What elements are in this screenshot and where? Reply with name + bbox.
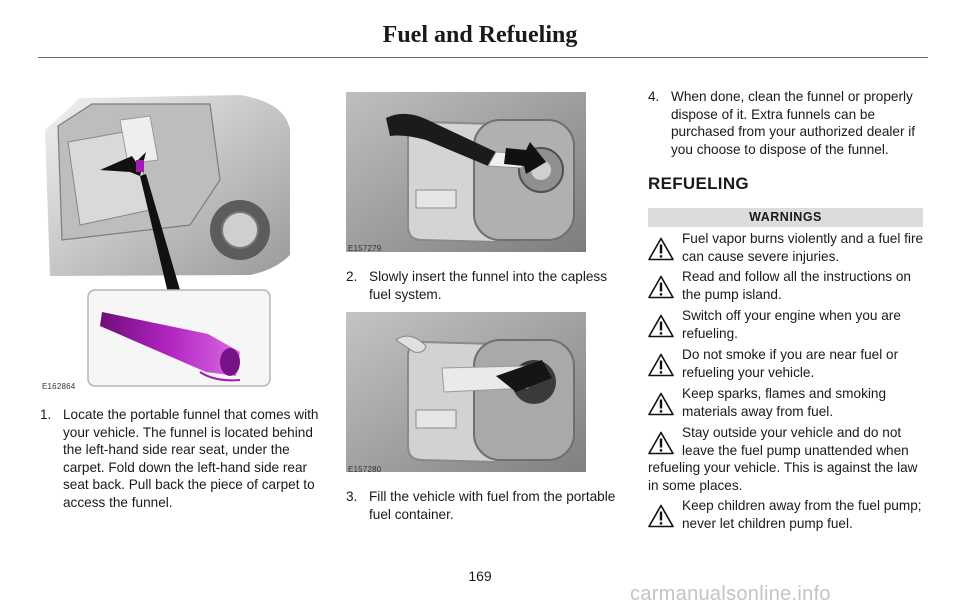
warning-text: Do not smoke if you are near fuel or ref…: [682, 347, 899, 380]
step-number: 2.: [346, 269, 358, 284]
fuel-fill-figure: [346, 312, 586, 472]
figure-id-3: E157280: [348, 465, 382, 474]
page-number: 169: [468, 568, 492, 584]
warning-text: Switch off your engine when you are refu…: [682, 308, 901, 341]
funnel-insert-figure: [346, 92, 586, 252]
step-text: Slowly insert the funnel into the caples…: [369, 269, 608, 302]
warning-item: Stay outside your vehicle and do not lea…: [648, 424, 926, 494]
step-number: 4.: [648, 89, 660, 104]
warning-item: Switch off your engine when you are refu…: [648, 307, 926, 342]
step-3: 3. Fill the vehicle with fuel from the p…: [346, 488, 626, 523]
warning-icon: [648, 504, 674, 528]
funnel-location-figure: [40, 90, 292, 390]
page-title: Fuel and Refueling: [382, 22, 578, 48]
step-text: Fill the vehicle with fuel from the port…: [369, 489, 616, 522]
warnings-bar: WARNINGS: [648, 208, 923, 227]
warning-item: Do not smoke if you are near fuel or ref…: [648, 346, 926, 381]
step-1: 1. Locate the portable funnel that comes…: [40, 406, 324, 511]
warning-icon: [648, 275, 674, 299]
header-divider: [38, 57, 928, 58]
warning-text: Stay outside your vehicle and do not lea…: [648, 425, 918, 493]
step-text: Locate the portable funnel that comes wi…: [63, 407, 319, 510]
warning-icon: [648, 353, 674, 377]
warning-icon: [648, 237, 674, 261]
warning-icon: [648, 314, 674, 338]
warning-item: Keep children away from the fuel pump; n…: [648, 497, 926, 532]
watermark-text: carmanualsonline.info: [630, 583, 831, 605]
warning-item: Keep sparks, flames and smoking material…: [648, 385, 926, 420]
warning-text: Read and follow all the instructions on …: [682, 269, 911, 302]
step-text: When done, clean the funnel or properly …: [671, 89, 916, 157]
figure-id-2: E157279: [348, 244, 382, 253]
section-heading: REFUELING: [648, 174, 749, 193]
warning-icon: [648, 431, 674, 455]
warning-item: Read and follow all the instructions on …: [648, 268, 926, 303]
warning-icon: [648, 392, 674, 416]
step-number: 3.: [346, 489, 358, 504]
warning-item: Fuel vapor burns violently and a fuel fi…: [648, 230, 926, 265]
figure-id-1: E162864: [42, 382, 76, 391]
step-number: 1.: [40, 407, 52, 422]
step-4: 4. When done, clean the funnel or proper…: [648, 88, 928, 158]
step-2: 2. Slowly insert the funnel into the cap…: [346, 268, 626, 303]
warning-text: Keep children away from the fuel pump; n…: [682, 498, 922, 531]
warning-text: Fuel vapor burns violently and a fuel fi…: [682, 231, 924, 264]
warning-text: Keep sparks, flames and smoking material…: [682, 386, 887, 419]
